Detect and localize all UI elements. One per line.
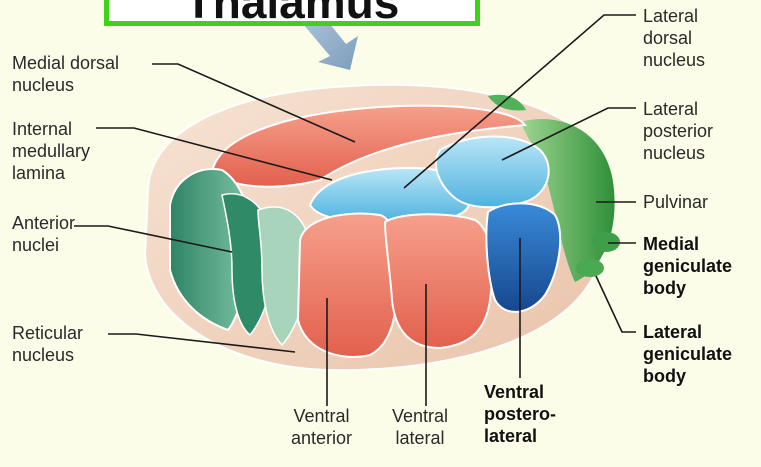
- diagram-title: Thalamus: [109, 0, 475, 25]
- leader-lateral-geniculate: [596, 276, 636, 332]
- lateral-posterior-shape: [436, 137, 549, 208]
- ventral-lateral-shape: [385, 214, 492, 348]
- label-lateral-dorsal: Lateral dorsal nucleus: [643, 5, 705, 71]
- pointer-arrow: [303, 24, 358, 70]
- label-lateral-geniculate: Lateral geniculate body: [643, 321, 732, 387]
- label-medial-geniculate: Medial geniculate body: [643, 233, 732, 299]
- label-anterior-nuclei: Anterior nuclei: [12, 212, 75, 256]
- label-medial-dorsal: Medial dorsal nucleus: [12, 52, 119, 96]
- label-internal-lamina: Internal medullary lamina: [12, 118, 90, 184]
- lateral-geniculate-shape: [576, 259, 604, 277]
- title-box: Thalamus: [104, 0, 480, 26]
- label-ventral-lateral: Ventral lateral: [392, 405, 448, 449]
- ventral-anterior-shape: [298, 214, 398, 357]
- label-lateral-posterior: Lateral posterior nucleus: [643, 98, 713, 164]
- label-reticular-nucleus: Reticular nucleus: [12, 322, 83, 366]
- medial-geniculate-shape: [592, 232, 620, 252]
- label-pulvinar: Pulvinar: [643, 191, 708, 213]
- label-ventral-anterior: Ventral anterior: [291, 405, 352, 449]
- label-ventral-posterolateral: Ventral postero- lateral: [484, 381, 556, 447]
